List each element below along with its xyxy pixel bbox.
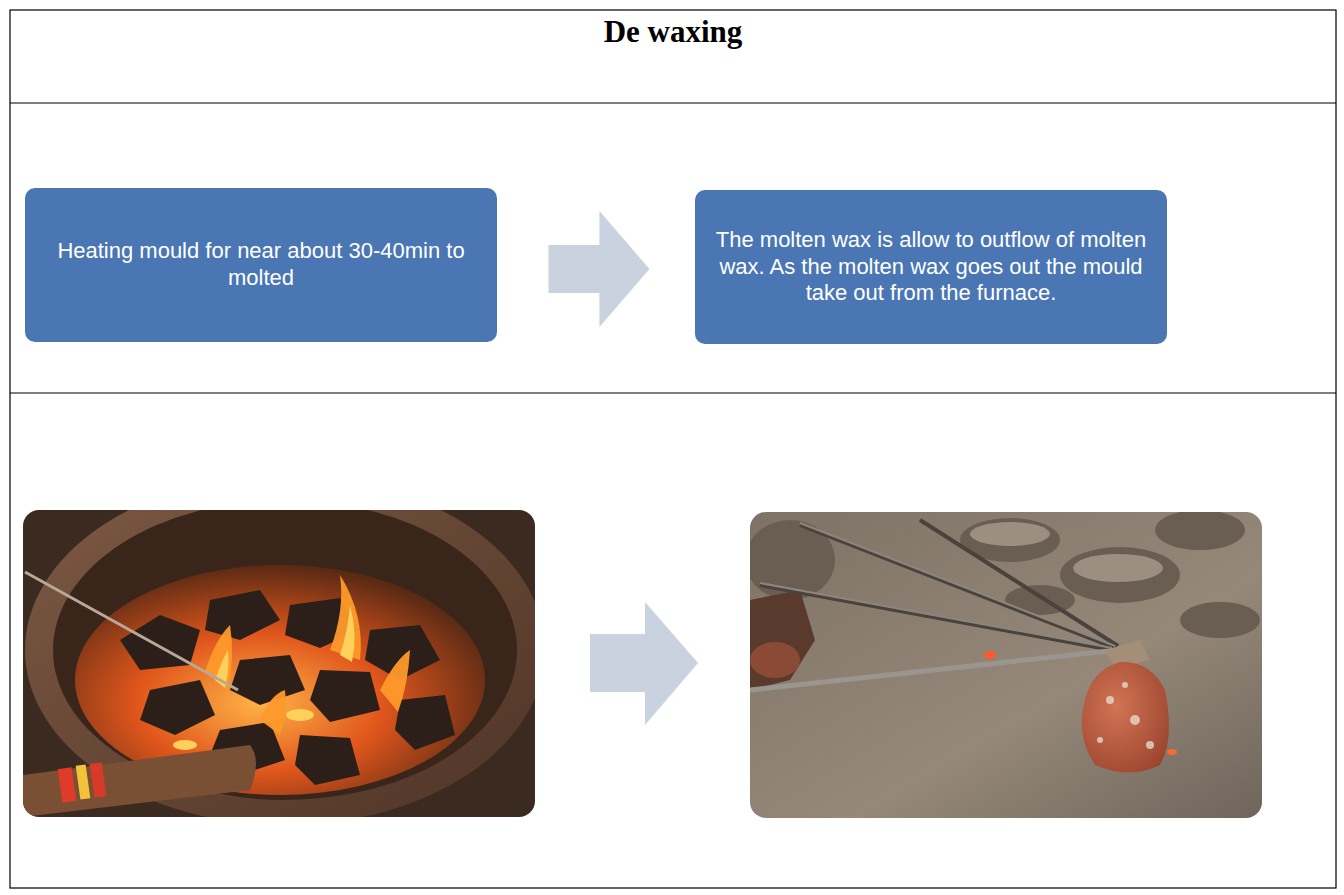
furnace-photo (23, 510, 535, 817)
photo-arrow (590, 602, 698, 725)
mould-photo (750, 512, 1262, 818)
process-box: The molten wax is allow to outflow of mo… (695, 190, 1167, 344)
process-box: Heating mould for near about 30-40min to… (25, 188, 497, 342)
diagram-title: De waxing (10, 14, 1336, 50)
box-text: Heating mould for near about 30-40min to… (39, 238, 483, 292)
table-grid (10, 10, 1336, 888)
box-text: The molten wax is allow to outflow of mo… (709, 227, 1153, 307)
block-arrow (548, 211, 649, 327)
